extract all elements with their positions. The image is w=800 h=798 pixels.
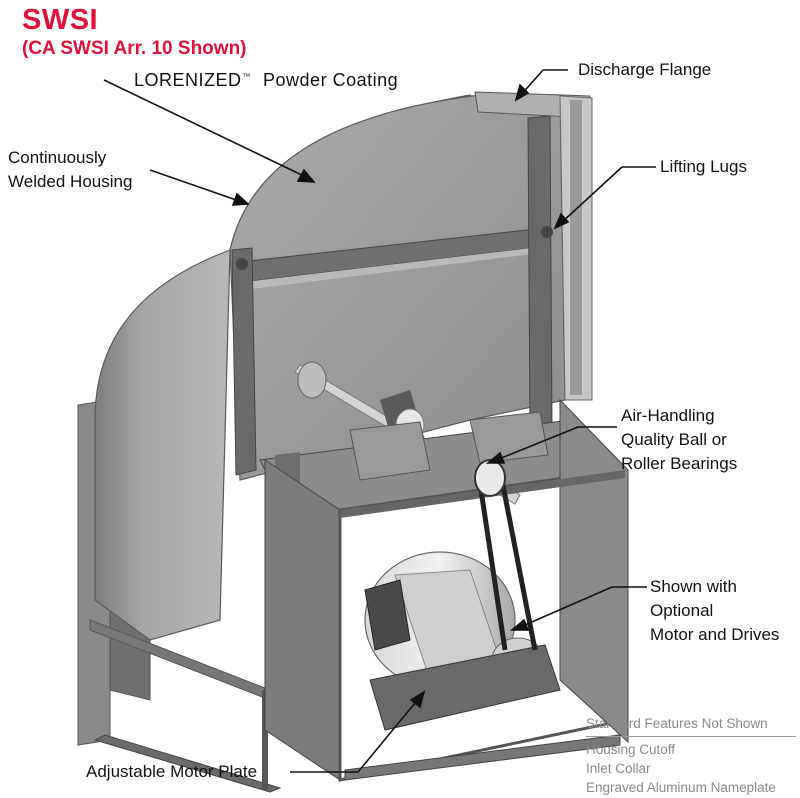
welded-housing-line-2: Welded Housing xyxy=(8,172,133,191)
product-title: SWSI xyxy=(22,4,99,36)
motor-drives-line-3: Motor and Drives xyxy=(650,625,780,644)
lifting-lug-left xyxy=(236,258,248,270)
motor-drives-line-1: Shown with xyxy=(650,577,737,596)
features-not-shown-heading: Standard Features Not Shown xyxy=(586,714,796,737)
powder-coating-callout: LORENIZED™ Powder Coating xyxy=(134,70,398,91)
bearings-line-2: Quality Ball or xyxy=(621,430,727,449)
motor-drives-label: Shown with Optional Motor and Drives xyxy=(650,575,779,647)
trademark-symbol: ™ xyxy=(242,72,252,81)
vertical-channel-right xyxy=(527,115,553,431)
motor-drives-line-2: Optional xyxy=(650,601,714,620)
welded-housing-label: Continuously Welded Housing xyxy=(8,146,132,194)
powder-coating-label: Powder Coating xyxy=(263,70,399,90)
scroll-housing xyxy=(94,249,231,641)
discharge-flange-label: Discharge Flange xyxy=(578,60,712,79)
drive-belt xyxy=(475,469,538,651)
fan-sheave xyxy=(474,459,506,497)
leader-lines xyxy=(103,69,656,773)
motor-plate-label: Adjustable Motor Plate xyxy=(86,762,258,781)
features-not-shown: Standard Features Not Shown Housing Cuto… xyxy=(586,714,796,797)
bearings-line-3: Roller Bearings xyxy=(621,454,738,473)
bearings-label: Air-Handling Quality Ball or Roller Bear… xyxy=(621,404,737,476)
feature-nameplate: Engraved Aluminum Nameplate xyxy=(586,780,776,795)
bearings-line-1: Air-Handling xyxy=(621,406,715,425)
discharge-flange xyxy=(474,91,593,401)
product-subtitle: (CA SWSI Arr. 10 Shown) xyxy=(22,38,247,59)
welded-housing-line-1: Continuously xyxy=(8,148,107,167)
brand-mark: LORENIZED xyxy=(134,70,242,90)
motor xyxy=(364,551,545,689)
drive-frame xyxy=(264,398,629,782)
lifting-lugs-label: Lifting Lugs xyxy=(660,157,747,176)
adjustable-motor-plate xyxy=(369,644,561,731)
vertical-channel-left xyxy=(231,247,257,476)
lifting-lug-right xyxy=(541,226,553,238)
feature-housing-cutoff: Housing Cutoff xyxy=(586,742,676,757)
feature-inlet-collar: Inlet Collar xyxy=(586,761,651,776)
